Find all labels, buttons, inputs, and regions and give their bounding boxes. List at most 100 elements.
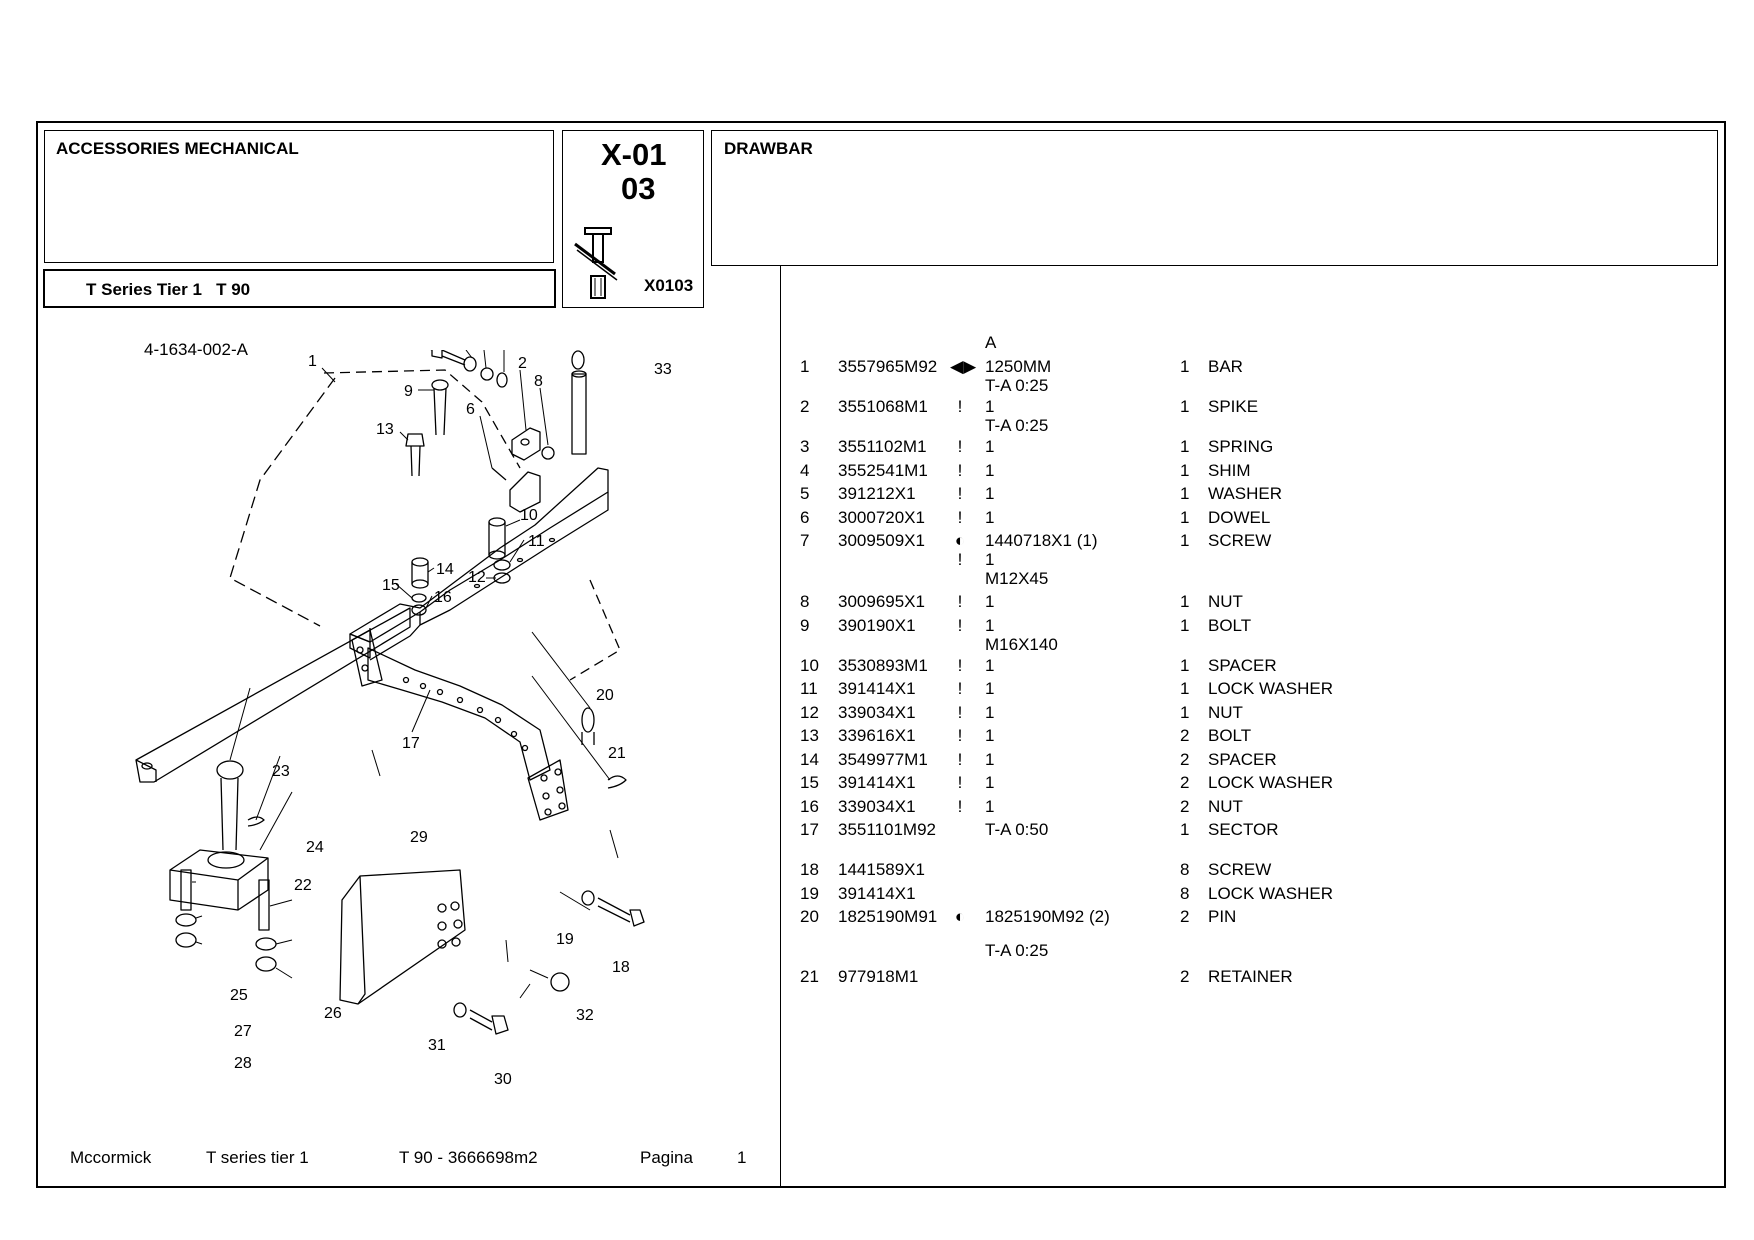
note-text: 1 xyxy=(985,773,995,792)
note-text: M16X140 xyxy=(985,634,1058,654)
note-text: 1825190M92 (2) xyxy=(985,907,1110,926)
symbol-icon: ! xyxy=(957,726,963,745)
symbol-icon: ! xyxy=(957,702,963,722)
part-number: 391414X1 xyxy=(838,883,916,903)
callout-30: 30 xyxy=(494,1071,512,1088)
item-number: 17 xyxy=(800,820,819,839)
dashed-boundary-line xyxy=(229,377,336,627)
part-number: 339616X1 xyxy=(838,726,916,745)
callout-6: 6 xyxy=(466,401,475,418)
note-text: 1 xyxy=(985,726,995,745)
symbol-cell: ! xyxy=(950,397,970,416)
stud-part xyxy=(258,879,270,931)
quantity: 1 xyxy=(1180,592,1190,611)
callout-11: 11 xyxy=(528,533,545,550)
note-text: 1 xyxy=(985,592,995,611)
symbol-icon: ◐ xyxy=(954,907,966,926)
symbol-icon: ! xyxy=(957,437,963,456)
series-box: T Series Tier 1 T 90 xyxy=(43,269,556,308)
nut-part xyxy=(255,956,277,972)
symbol-icon: ! xyxy=(957,655,963,675)
part-number: 3551068M1 xyxy=(838,397,928,416)
footer-model: T 90 - 3666698m2 xyxy=(399,1148,538,1167)
description: NUT xyxy=(1208,592,1243,611)
note-text: T-A 0:25 xyxy=(985,941,1049,960)
callout-1: 1 xyxy=(308,353,317,370)
symbol-icon: ! xyxy=(957,550,963,569)
quantity: 1 xyxy=(1180,357,1190,376)
footer-page-number: 1 xyxy=(737,1148,747,1167)
part-number: 391414X1 xyxy=(838,679,916,698)
symbol-cell: ! xyxy=(950,484,970,503)
lock-washer-part xyxy=(453,1002,467,1018)
item-number: 20 xyxy=(800,907,819,926)
symbol-cell: ! xyxy=(950,592,970,611)
item-number: 8 xyxy=(800,592,810,611)
note-text: 1 xyxy=(985,796,995,816)
part-number: 3549977M1 xyxy=(838,749,928,769)
dashed-boundary-line xyxy=(569,579,621,681)
bolt-part xyxy=(597,897,645,927)
callout-28: 28 xyxy=(234,1055,252,1072)
item-number: 14 xyxy=(800,749,819,769)
note-cell: 1 xyxy=(985,773,994,792)
callout-33: 33 xyxy=(654,361,672,378)
quantity: 2 xyxy=(1180,773,1190,792)
symbol-icon: ! xyxy=(957,397,963,416)
note-text: 1 xyxy=(985,702,995,722)
callout-32: 32 xyxy=(576,1007,594,1024)
description: WASHER xyxy=(1208,484,1282,503)
description: BOLT xyxy=(1208,615,1252,635)
quantity: 2 xyxy=(1180,726,1190,745)
column-header-note: A xyxy=(985,333,997,352)
item-number: 18 xyxy=(800,860,819,879)
symbol-cell: ! xyxy=(950,773,970,792)
note-cell: 1 xyxy=(985,508,994,527)
washer-part xyxy=(255,937,277,951)
symbol-cell: ! xyxy=(950,616,970,635)
symbol-cell: ! xyxy=(950,508,970,527)
part-number: 1825190M91 xyxy=(838,907,938,926)
description: SPACER xyxy=(1208,655,1277,675)
part-number: 3530893M1 xyxy=(838,655,928,675)
symbol-cell: ◀▶ xyxy=(950,357,976,376)
item-number: 10 xyxy=(800,655,819,675)
description: DOWEL xyxy=(1208,507,1271,527)
symbol-icon: ! xyxy=(957,507,963,527)
symbol-icon: ! xyxy=(957,460,963,480)
note-cell: 1 xyxy=(985,750,994,769)
item-number: 5 xyxy=(800,484,810,503)
note-text: 1 xyxy=(985,550,995,569)
description: SCREW xyxy=(1208,531,1272,550)
note-text: 1 xyxy=(985,655,995,675)
note-cell: T-A 0:50 xyxy=(985,820,1048,839)
quantity: 2 xyxy=(1180,749,1190,769)
description: SCREW xyxy=(1208,860,1272,879)
symbol-icon: ! xyxy=(957,749,963,769)
quantity: 2 xyxy=(1180,907,1190,926)
nut-part xyxy=(411,604,427,616)
part-number: 977918M1 xyxy=(838,967,919,986)
symbol-icon: ◐ xyxy=(954,531,966,550)
symbol-cell: ◐ xyxy=(950,907,970,926)
item-number: 21 xyxy=(800,967,819,986)
group-title: ACCESSORIES MECHANICAL xyxy=(56,139,299,158)
note-text: 1 xyxy=(985,615,995,635)
section-sub: 03 xyxy=(621,171,656,206)
quantity: 1 xyxy=(1180,679,1190,698)
item-number: 3 xyxy=(800,437,810,456)
bracket-part xyxy=(169,849,269,911)
nut-part xyxy=(541,446,555,460)
description: SHIM xyxy=(1208,460,1251,480)
description: BOLT xyxy=(1208,726,1252,745)
description: LOCK WASHER xyxy=(1208,679,1334,698)
stud-part xyxy=(180,869,192,911)
symbol-cell: ! xyxy=(950,797,970,816)
callout-2: 2 xyxy=(518,355,527,372)
